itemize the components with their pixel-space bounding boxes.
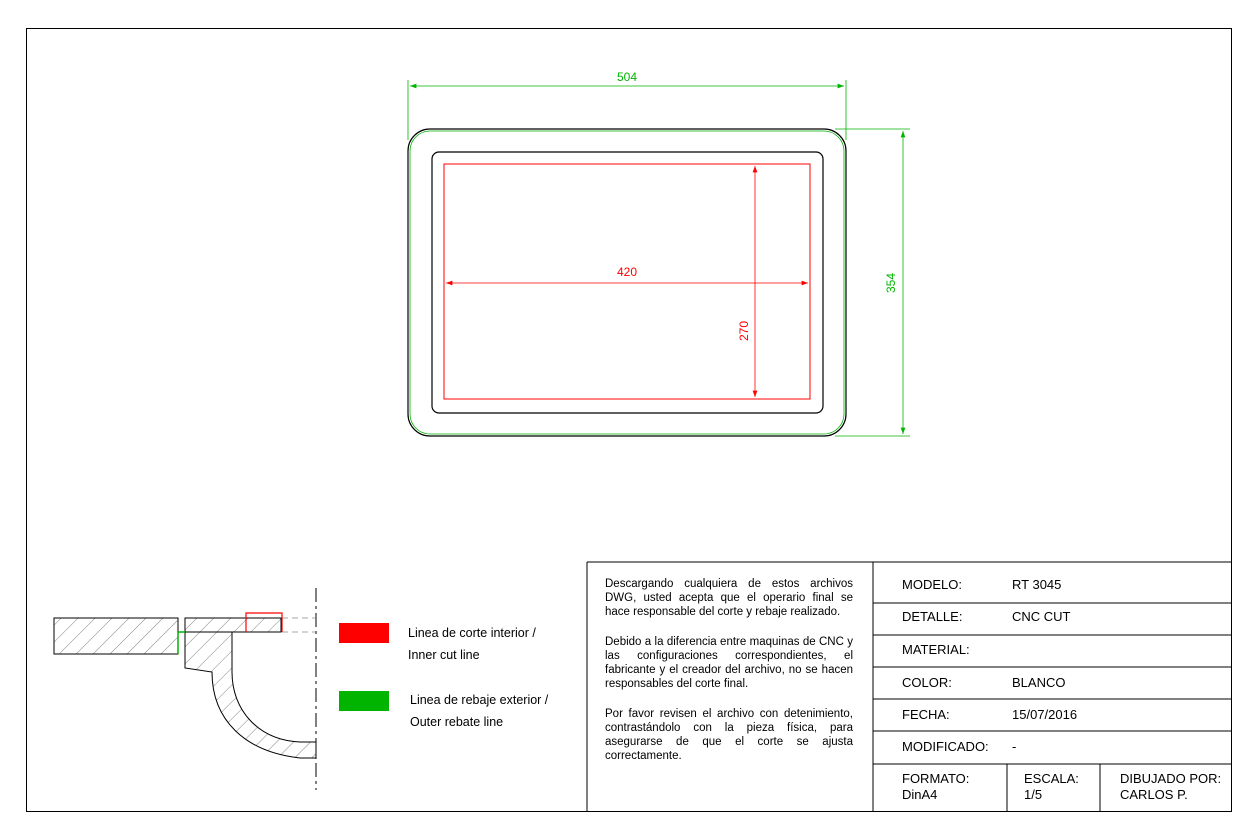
note-paragraph-1: Descargando cualquiera de estos archivos… [605,578,853,618]
title-block-grid [586,561,1232,812]
drawing-frame [26,28,1232,812]
legend-inner-cut-es: Linea de corte interior / [408,626,536,640]
legend-inner-cut-en: Inner cut line [408,648,480,662]
escala-label: ESCALA: [1024,771,1079,786]
legend-inner-cut: Linea de corte interior / Inner cut line [408,622,536,666]
inner-cut-outline [443,163,811,400]
dim-420-text: 420 [617,265,637,279]
note-paragraph-2: Debido a la diferencia entre maquinas de… [605,636,853,690]
modelo-label: MODELO: [902,577,962,592]
color-label: COLOR: [902,675,952,690]
modelo-value: RT 3045 [1012,577,1062,592]
legend-outer-rebate-en: Outer rebate line [410,715,504,729]
dim-354-text: 354 [884,273,898,293]
dim-504-text: 504 [617,70,637,84]
note-paragraph-3: Por favor revisen el archivo con detenim… [605,708,853,762]
disclaimer-notes: Descargando cualquiera de estos archivos… [605,577,853,779]
formato-value: DinA4 [902,787,938,802]
section-view [53,588,317,790]
modificado-value: - [1012,739,1017,754]
rim-outline [431,151,824,414]
outer-outline [407,128,847,437]
legend-outer-rebate-es: Linea de rebaje exterior / [410,693,549,707]
modificado-label: MODIFICADO: [902,739,989,754]
fecha-label: FECHA: [902,707,950,722]
outer-rebate-swatch [339,691,389,711]
dibujado-label: DIBUJADO POR: [1120,771,1222,786]
dibujado-value: CARLOS P. [1120,787,1188,802]
inner-cut-swatch [339,623,389,643]
fecha-value: 15/07/2016 [1012,707,1078,722]
outer-rebate-outline [409,130,845,435]
formato-label: FORMATO: [902,771,970,786]
legend-outer-rebate: Linea de rebaje exterior / Outer rebate … [410,689,548,733]
detalle-label: DETALLE: [902,609,963,624]
color-value: BLANCO [1012,675,1066,690]
escala-value: 1/5 [1024,787,1043,802]
dim-270-text: 270 [737,321,751,341]
detalle-value: CNC CUT [1012,609,1071,624]
material-label: MATERIAL: [902,642,970,657]
